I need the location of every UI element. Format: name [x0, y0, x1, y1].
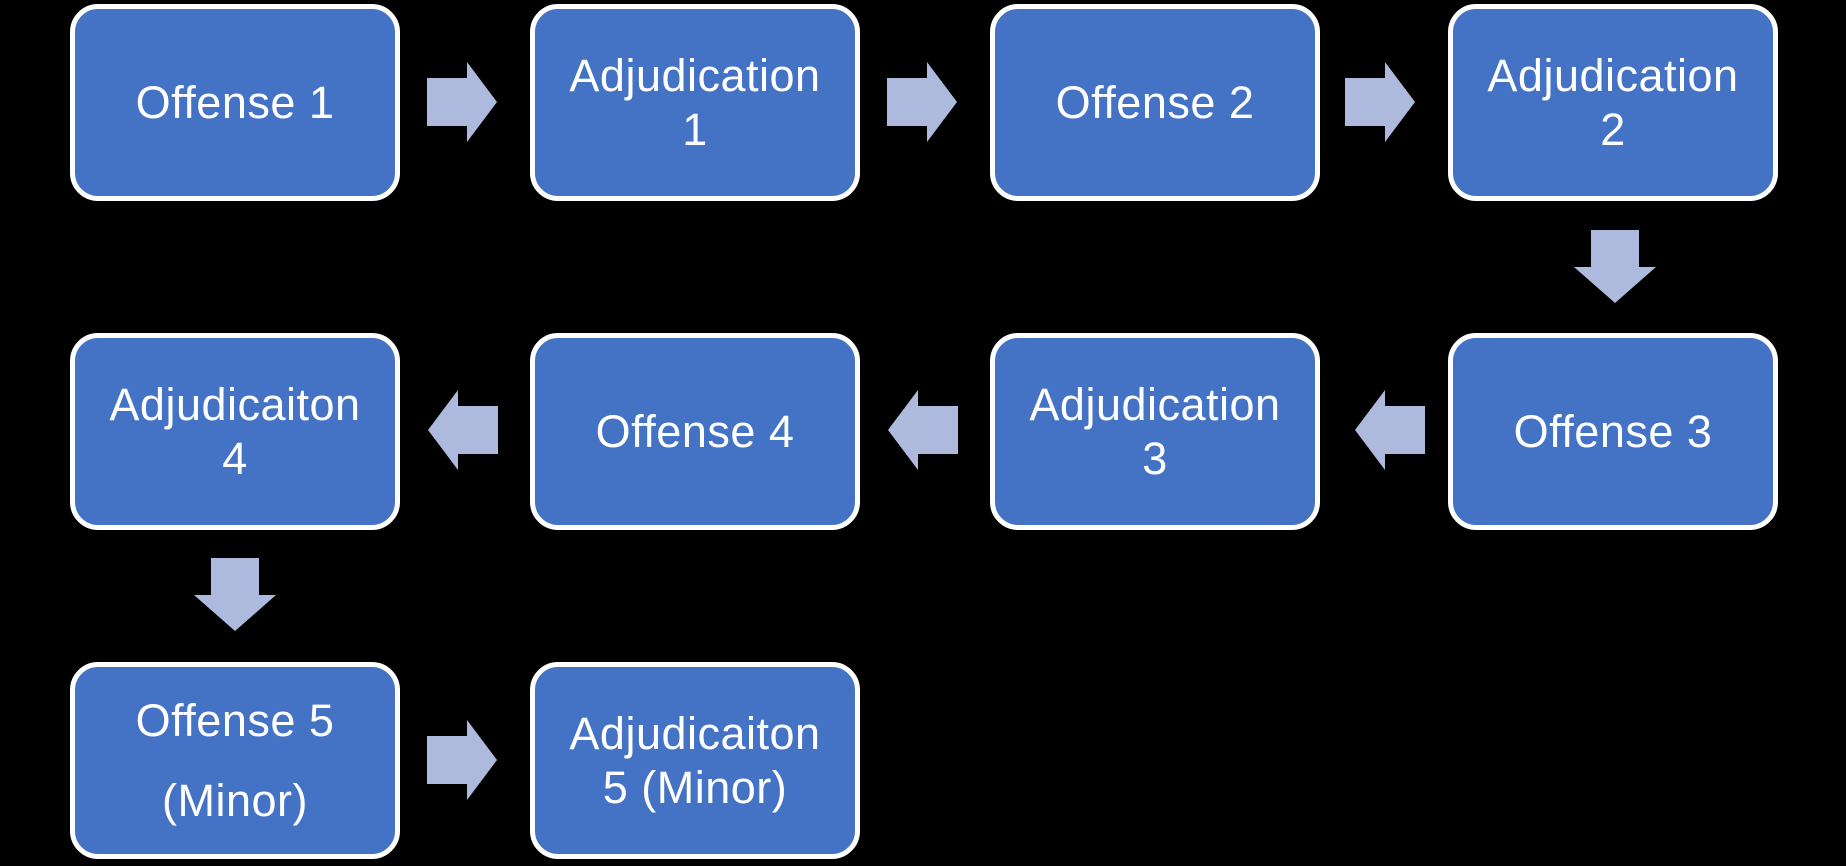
flow-arrow-left-icon — [1355, 390, 1425, 470]
node-offense-4: Offense 4 — [530, 333, 860, 530]
flow-arrow-left-icon — [888, 390, 958, 470]
node-label: Offense 3 — [1513, 405, 1713, 457]
node-label: (Minor) — [162, 774, 308, 826]
flow-arrow-right-icon — [427, 62, 497, 142]
flow-arrow-down-icon — [194, 558, 276, 631]
node-adjudication-3: Adjudication 3 — [990, 333, 1320, 530]
node-adjudication-1: Adjudication 1 — [530, 4, 860, 201]
node-label: Adjudication — [1487, 49, 1739, 101]
node-label: Offense 4 — [595, 405, 795, 457]
node-label: Adjudicaiton — [109, 378, 361, 430]
node-label: 1 — [682, 103, 708, 155]
node-label: 3 — [1142, 432, 1168, 484]
flow-arrow-down-icon — [1574, 230, 1656, 303]
node-label: Offense 2 — [1055, 76, 1255, 128]
node-label: 5 (Minor) — [602, 761, 788, 813]
node-label: Adjudicaiton — [569, 707, 821, 759]
node-offense-2: Offense 2 — [990, 4, 1320, 201]
node-label: 2 — [1600, 103, 1626, 155]
node-offense-5: Offense 5 (Minor) — [70, 662, 400, 859]
node-adjudicaiton-4: Adjudicaiton 4 — [70, 333, 400, 530]
node-label: Offense 1 — [135, 76, 335, 128]
node-adjudication-2: Adjudication 2 — [1448, 4, 1778, 201]
flow-arrow-right-icon — [1345, 62, 1415, 142]
node-label: 4 — [222, 432, 248, 484]
node-label: Offense 5 — [135, 694, 335, 746]
flow-arrow-left-icon — [428, 390, 498, 470]
flow-arrow-right-icon — [887, 62, 957, 142]
node-offense-3: Offense 3 — [1448, 333, 1778, 530]
node-offense-1: Offense 1 — [70, 4, 400, 201]
node-adjudicaiton-5: Adjudicaiton 5 (Minor) — [530, 662, 860, 859]
flow-arrow-right-icon — [427, 720, 497, 800]
node-label: Adjudication — [1029, 378, 1281, 430]
node-label: Adjudication — [569, 49, 821, 101]
